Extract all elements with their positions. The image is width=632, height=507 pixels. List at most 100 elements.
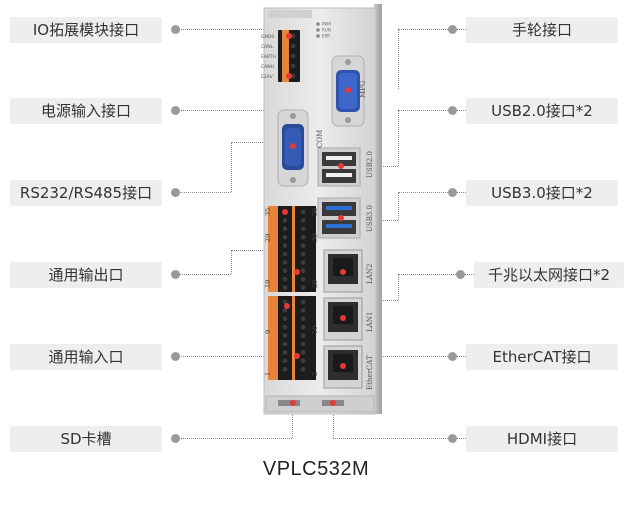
leader-gpo-h2 bbox=[231, 250, 269, 251]
leader-rs232-v bbox=[231, 142, 232, 192]
label-power: 电源输入接口 bbox=[10, 98, 162, 124]
power-pin-label: E24V bbox=[261, 74, 274, 80]
io-terminal-upper bbox=[268, 206, 316, 292]
io-terminal-lower bbox=[268, 296, 316, 380]
label-dot bbox=[171, 352, 180, 361]
leader-usb3-v bbox=[398, 192, 399, 220]
leader-sd-v bbox=[292, 406, 293, 438]
terminal-screw bbox=[282, 268, 288, 274]
terminal-number: 9 bbox=[264, 330, 272, 334]
led-label: RUN bbox=[322, 28, 331, 33]
terminal-number: 19 bbox=[264, 280, 272, 288]
terminal-screw bbox=[300, 243, 306, 248]
leader-usb2-v bbox=[398, 110, 399, 166]
marker-handwheel bbox=[345, 87, 351, 93]
marker-gpo bbox=[294, 269, 300, 275]
leader-gpi bbox=[176, 356, 270, 357]
lan2-port-label: LAN2 bbox=[366, 264, 374, 284]
label-handwheel: 手轮接口 bbox=[466, 17, 618, 43]
terminal-screw bbox=[300, 234, 306, 240]
terminal-screw bbox=[300, 316, 306, 322]
terminal-screw bbox=[282, 341, 288, 347]
lan2-connector bbox=[323, 249, 363, 293]
terminal-screw bbox=[282, 234, 288, 240]
leader-power bbox=[176, 110, 276, 111]
label-dot bbox=[448, 106, 457, 115]
marker-lan2 bbox=[340, 269, 346, 275]
power-pin-label: GND0 bbox=[261, 34, 274, 40]
terminal-screw bbox=[282, 251, 288, 257]
mpg-port-label: MPG bbox=[359, 80, 367, 98]
status-leds: PWR RUN ERR bbox=[316, 22, 331, 39]
terminal-number: 1 bbox=[264, 372, 272, 376]
leader-usb3-h bbox=[398, 192, 466, 193]
marker-lan1 bbox=[340, 315, 346, 321]
power-pin-label: EARTH bbox=[261, 54, 276, 60]
terminal-screw bbox=[282, 276, 288, 282]
com-port-label: COM bbox=[316, 130, 324, 148]
marker-hdmi bbox=[330, 400, 336, 406]
marker-usb2 bbox=[338, 163, 344, 169]
terminal-screw bbox=[300, 341, 306, 347]
terminal-screw bbox=[300, 218, 306, 223]
terminal-screws bbox=[282, 209, 306, 372]
ethercat-port-label: EtherCAT bbox=[366, 355, 374, 390]
label-dot bbox=[448, 352, 457, 361]
label-dot bbox=[171, 434, 180, 443]
leader-gigabit-v bbox=[398, 274, 399, 300]
label-dot bbox=[171, 25, 180, 34]
leader-hdmi-v bbox=[333, 406, 334, 438]
vplc-device: GND0 CANL EARTH CANH E24V PWR RUN ERR MP… bbox=[261, 4, 382, 415]
led-label: PWR bbox=[322, 22, 331, 27]
terminal-screw bbox=[300, 226, 306, 232]
label-hdmi: HDMI接口 bbox=[466, 426, 618, 452]
power-terminal bbox=[278, 30, 300, 82]
leader-io-module bbox=[176, 29, 276, 30]
terminal-number: 36 bbox=[311, 208, 319, 216]
label-sd: SD卡槽 bbox=[10, 426, 162, 452]
label-gpi: 通用输入口 bbox=[10, 344, 162, 370]
terminal-screw bbox=[282, 324, 288, 330]
label-usb3: USB3.0接口*2 bbox=[466, 180, 618, 206]
terminal-screw bbox=[300, 276, 306, 282]
terminal-screw bbox=[282, 308, 288, 313]
label-dot bbox=[456, 270, 465, 279]
terminal-screw bbox=[300, 358, 306, 364]
leader-gpo-h bbox=[176, 274, 231, 275]
terminal-screw bbox=[282, 226, 288, 232]
terminal-screw bbox=[300, 268, 306, 274]
power-pin-label: CANH bbox=[261, 64, 274, 70]
terminal-screw bbox=[300, 299, 306, 305]
terminal-screw bbox=[282, 218, 288, 223]
terminal-screw bbox=[282, 316, 288, 322]
marker-ethercat bbox=[340, 363, 346, 369]
marker-terminal-top bbox=[282, 209, 288, 215]
leader-rs232-h bbox=[176, 192, 231, 193]
label-dot bbox=[171, 270, 180, 279]
terminal-screw bbox=[300, 285, 306, 290]
terminal-screw bbox=[300, 209, 306, 215]
power-pin-label: CANL bbox=[261, 44, 274, 50]
marker-io-module bbox=[286, 33, 292, 39]
label-dot bbox=[448, 434, 457, 443]
terminal-screw bbox=[282, 358, 288, 364]
side-rail bbox=[374, 4, 382, 414]
terminal-screw bbox=[282, 285, 288, 290]
model-name: VPLC532M bbox=[262, 458, 370, 480]
terminal-screw bbox=[282, 350, 288, 355]
terminal-screw bbox=[300, 324, 306, 330]
marker-usb3 bbox=[338, 215, 344, 221]
leader-hdmi-h bbox=[333, 438, 466, 439]
label-rs232: RS232/RS485接口 bbox=[10, 180, 162, 206]
label-gigabit: 千兆以太网接口*2 bbox=[474, 262, 624, 288]
led-label: ERR bbox=[322, 34, 330, 39]
terminal-screw bbox=[282, 366, 288, 372]
marker-gpi bbox=[294, 353, 300, 359]
label-dot bbox=[448, 188, 457, 197]
label-dot bbox=[171, 188, 180, 197]
marker-terminal-mid bbox=[284, 303, 290, 309]
leader-handwheel-v bbox=[398, 29, 399, 89]
top-bracket bbox=[268, 10, 312, 18]
usb3-port-label: USB3.0 bbox=[366, 205, 374, 232]
